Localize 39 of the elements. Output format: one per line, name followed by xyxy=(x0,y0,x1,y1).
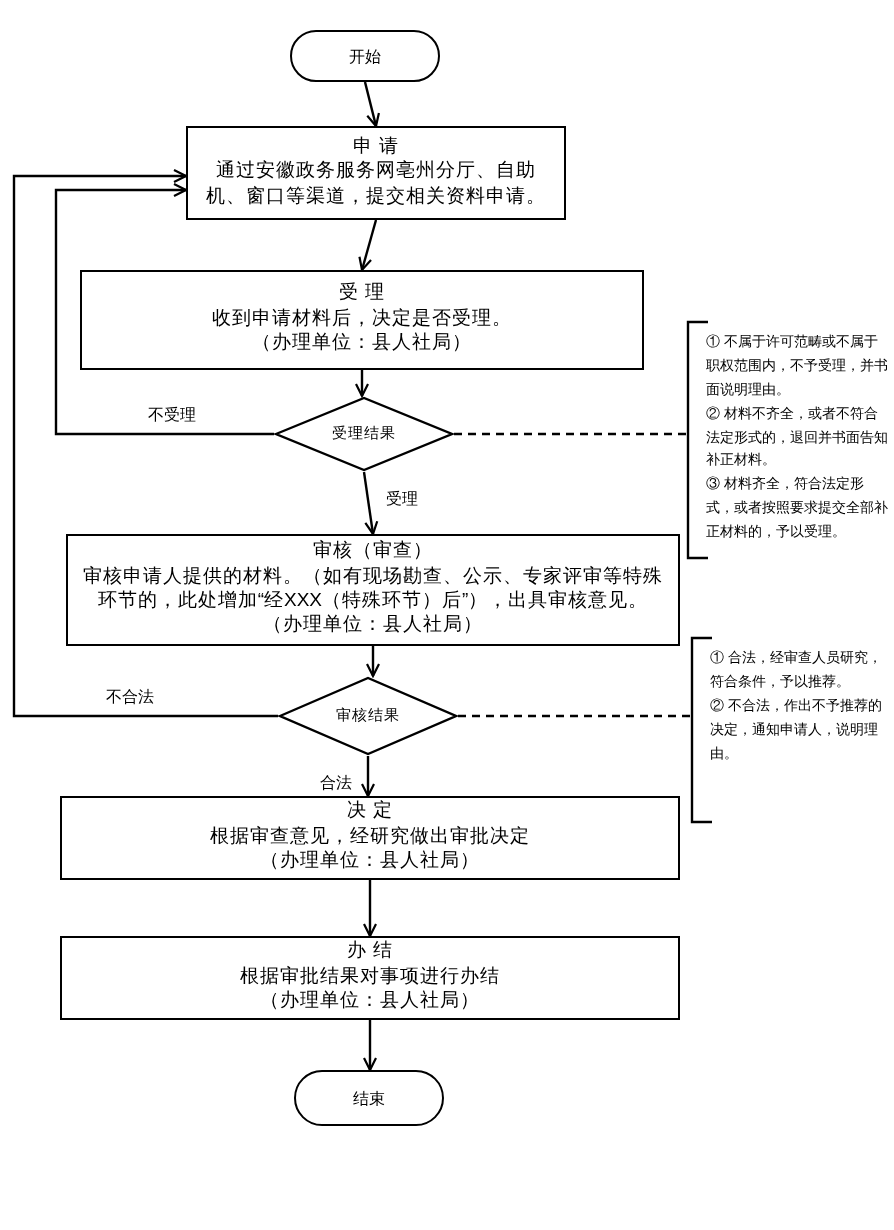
arrow xyxy=(12,168,278,718)
step-title: 决 定 xyxy=(347,800,393,826)
arrow xyxy=(54,182,274,436)
edge-label: 不合法 xyxy=(104,686,156,708)
process-box xyxy=(60,796,680,880)
arrow xyxy=(362,471,379,536)
step-title: 申 请 xyxy=(353,135,399,160)
step-description: 通过安徽政务服务网亳州分厅、自助机、窗口等渠道，提交相关资料申请。 xyxy=(204,160,548,211)
process-box xyxy=(60,936,680,1020)
edge-label: 不受理 xyxy=(146,404,198,426)
dashed-connector xyxy=(458,714,690,718)
terminal-label: 结束 xyxy=(353,1087,385,1109)
dashed-connector xyxy=(454,432,686,436)
arrow xyxy=(362,880,378,938)
terminal xyxy=(290,30,440,82)
process-box xyxy=(80,270,644,370)
step-title: 审核（审查） xyxy=(313,540,433,566)
step-description: 收到申请材料后，决定是否受理。 xyxy=(212,307,512,332)
step-description: 根据审查意见，经研究做出审批决定 xyxy=(210,825,530,850)
terminal xyxy=(294,1070,444,1126)
office-note: （办理单位：县人社局） xyxy=(260,990,480,1016)
process-box xyxy=(186,126,566,220)
arrow xyxy=(360,756,376,798)
arrow xyxy=(358,219,378,272)
office-note: （办理单位：县人社局） xyxy=(260,850,480,876)
office-note: （办理单位：县人社局） xyxy=(263,614,483,640)
arrow xyxy=(362,1020,378,1072)
arrow xyxy=(365,646,381,678)
edge-label: 受理 xyxy=(384,488,420,510)
step-title: 受 理 xyxy=(339,282,385,308)
step-description: 根据审批结果对事项进行办结 xyxy=(240,965,500,990)
process-box xyxy=(66,534,680,646)
step-description: 审核申请人提供的材料。（如有现场勘查、公示、专家评审等特殊环节的，此处增加“经XXX（特殊环节）后”），出具审核意见。 xyxy=(81,565,665,614)
step-title: 办 结 xyxy=(347,940,393,966)
terminal-label: 开始 xyxy=(349,45,381,67)
edge-label: 合法 xyxy=(318,772,354,794)
office-note: （办理单位：县人社局） xyxy=(252,332,472,358)
arrow xyxy=(354,370,370,398)
arrow xyxy=(363,81,380,128)
